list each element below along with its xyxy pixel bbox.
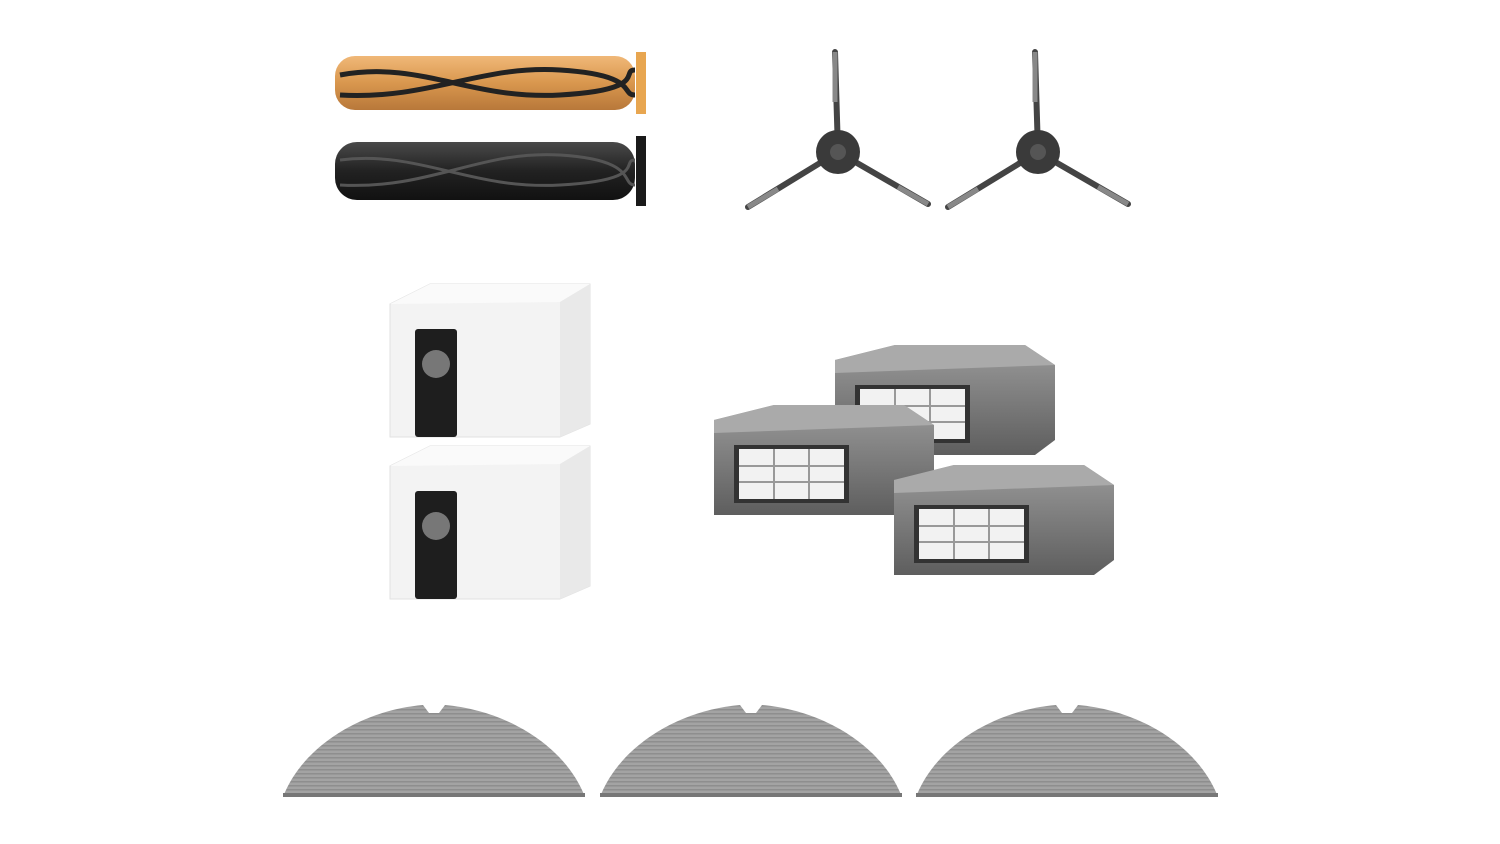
dust-bag-2 — [389, 445, 591, 600]
mop-pad-1 — [283, 705, 585, 797]
mop-pad-3 — [916, 705, 1218, 797]
main-brush-orange — [335, 52, 646, 114]
dust-bag-1 — [389, 283, 591, 438]
side-brush-2 — [948, 52, 1128, 207]
main-brush-black — [335, 136, 646, 206]
mop-pad-2 — [600, 705, 902, 797]
hepa-filter-3 — [893, 464, 1115, 576]
side-brush-1 — [748, 52, 928, 207]
